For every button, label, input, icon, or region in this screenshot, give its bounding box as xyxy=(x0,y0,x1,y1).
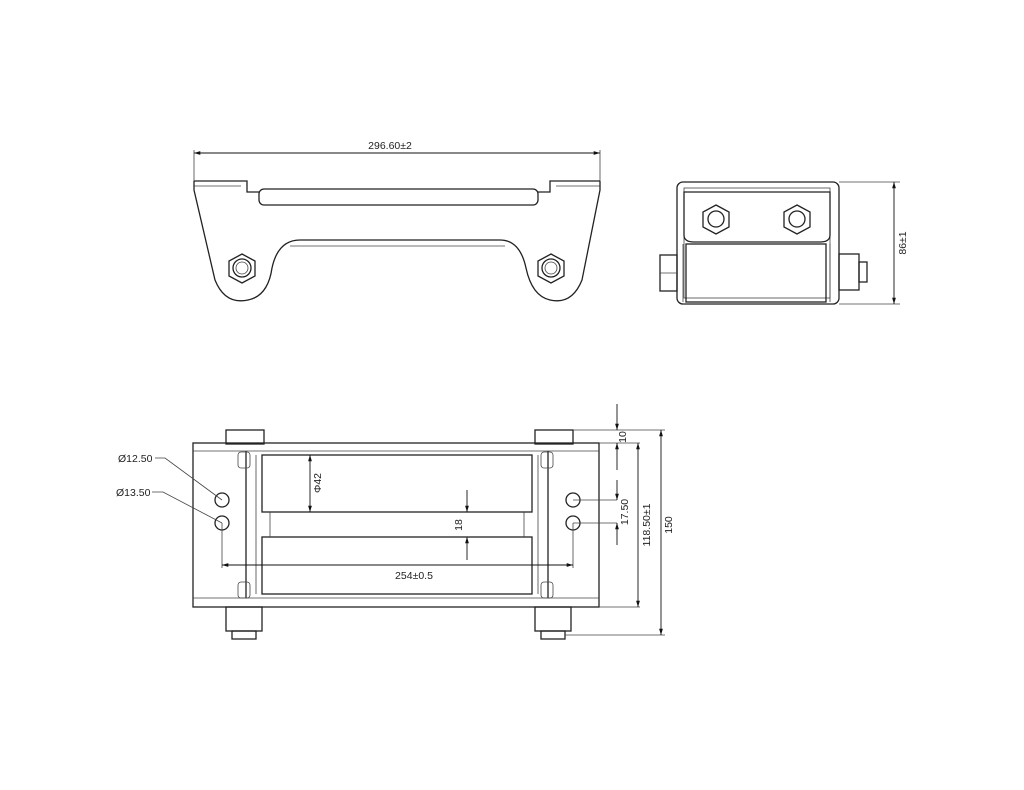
front-view: 296.60±2 xyxy=(193,140,601,302)
dim-hole-spacing: 254±0.5 xyxy=(395,570,433,582)
top-view: Ø12.50 Ø13.50 254±0.5 Φ42 18 17.50 10 11… xyxy=(116,404,675,640)
dim-hole-small: Ø12.50 xyxy=(118,453,153,465)
dim-edge-offset: 10 xyxy=(617,431,629,443)
dim-hole-large: Ø13.50 xyxy=(116,487,151,499)
nut-right xyxy=(537,253,565,284)
dim-inner-height: 118.50±1 xyxy=(641,503,653,546)
dim-roller-diameter: Φ42 xyxy=(312,473,324,493)
dim-overall-height: 150 xyxy=(663,516,675,534)
dim-overall-width: 296.60±2 xyxy=(368,140,412,152)
dim-hole-pitch: 17.50 xyxy=(619,499,631,525)
dim-height: 86±1 xyxy=(897,231,909,254)
dim-roller-gap: 18 xyxy=(453,519,465,531)
nut-left xyxy=(228,253,256,284)
side-view: 86±1 xyxy=(659,181,909,305)
